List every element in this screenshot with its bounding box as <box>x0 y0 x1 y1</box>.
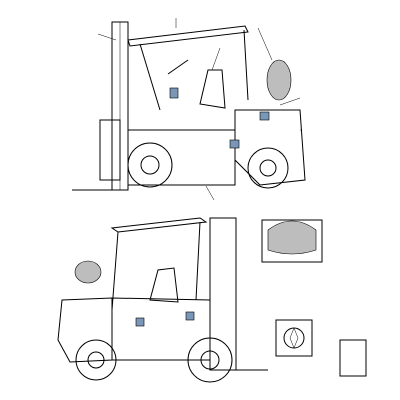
guard-rear-post <box>243 29 249 101</box>
detail-view-label <box>339 339 367 377</box>
leader-line <box>279 97 301 106</box>
bottom-forklift-view <box>57 217 268 383</box>
fan-blades <box>289 327 299 349</box>
guard-front-post <box>111 231 119 311</box>
rear-hub <box>87 351 105 369</box>
detail-view-tank <box>261 219 323 263</box>
guard-front-post <box>139 43 161 111</box>
label-panel <box>339 339 367 377</box>
top-forklift-view <box>72 18 306 201</box>
seat <box>199 69 226 109</box>
overhead-guard <box>110 217 208 233</box>
decal-blue-4 <box>135 317 145 327</box>
front-wheel <box>187 337 233 383</box>
front-wheel <box>127 142 173 188</box>
front-hub <box>140 155 160 175</box>
overhead-guard <box>127 25 249 47</box>
rear-hub <box>259 159 277 177</box>
counterweight <box>57 297 113 363</box>
leader-line <box>97 33 117 41</box>
chassis <box>127 129 236 186</box>
seat <box>149 267 179 303</box>
chassis <box>111 297 211 361</box>
tank-detail-dome <box>267 220 317 255</box>
rear-wheel <box>247 147 289 189</box>
fan-icon <box>283 327 305 349</box>
mast-outer <box>209 217 237 371</box>
fork-carriage <box>99 119 121 181</box>
decal-blue-3 <box>259 111 270 121</box>
rear-wheel <box>75 339 117 381</box>
leader-line <box>211 47 221 71</box>
decal-blue-5 <box>185 311 195 321</box>
detail-view-fan <box>275 319 313 357</box>
decal-blue-2 <box>229 139 240 149</box>
leader-line <box>205 185 215 201</box>
tank-detail-outline <box>261 219 323 263</box>
propane-tank <box>74 260 102 284</box>
propane-tank <box>266 59 292 101</box>
front-hub <box>200 350 220 370</box>
fan-panel <box>275 319 313 357</box>
guard-rear-post <box>195 221 201 301</box>
leader-line <box>257 27 273 61</box>
decal-blue-1 <box>169 87 179 99</box>
counterweight <box>234 109 306 186</box>
steering-wheel <box>167 59 189 75</box>
